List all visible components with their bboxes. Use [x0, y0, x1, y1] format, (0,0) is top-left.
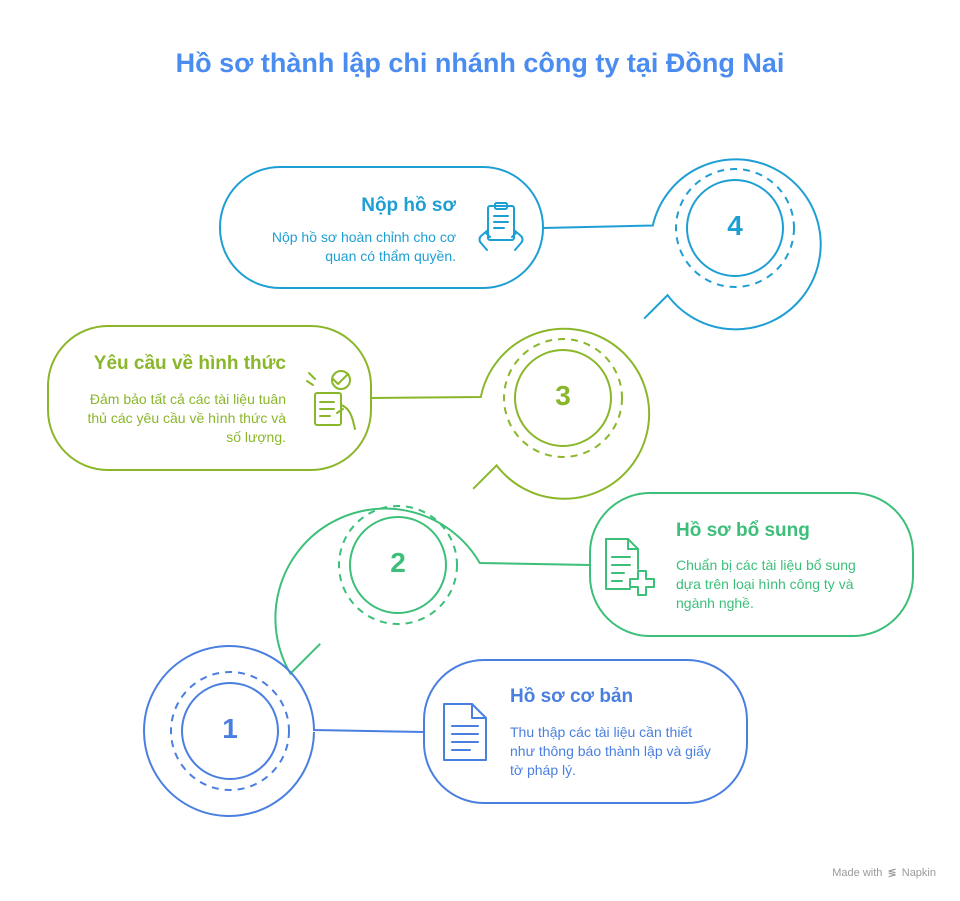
step-1-inner-circle: [181, 682, 279, 780]
step-4-dashed-ring: [675, 168, 795, 288]
clipboard-hands-icon: [478, 202, 524, 251]
step-1-description: Thu thập các tài liệu cần thiết như thôn…: [510, 724, 711, 778]
step-1-graphic: [143, 645, 748, 817]
step-2-card-box: [589, 492, 914, 637]
step-3-number: 3: [555, 380, 571, 411]
step-3-inner-circle: [514, 349, 612, 447]
step-4-inner-circle: [686, 179, 784, 277]
step-3-dashed-ring: [503, 338, 623, 458]
step-3-outer-arc: [370, 327, 651, 500]
step-2-graphic: [274, 492, 914, 676]
step-1-dashed-ring: [170, 671, 290, 791]
napkin-logo-icon: ≶: [887, 867, 897, 879]
step-2-number: 2: [390, 547, 406, 578]
step-1-outer-arc: [143, 645, 425, 817]
step-1-title: Hồ sơ cơ bản: [510, 686, 634, 707]
step-2-dashed-ring: [338, 505, 458, 625]
step-4-title: Nộp hồ sơ: [361, 195, 456, 216]
step-3-description: Đảm bảo tất cả các tài liệu tuân thủ các…: [87, 391, 287, 445]
step-1-card-box: [423, 659, 748, 804]
step-4-card-box: [219, 166, 544, 289]
step-2-outer-arc: [274, 507, 591, 676]
step-2-description: Chuẩn bị các tài liệu bổ sung dựa trên l…: [676, 557, 856, 611]
made-with-label: Made with: [832, 867, 883, 879]
step-4-description: Nộp hồ sơ hoàn chỉnh cho cơ quan có thẩm…: [271, 229, 456, 264]
page-title: Hồ sơ thành lập chi nhánh công ty tại Đồ…: [175, 48, 785, 78]
made-with-napkin-badge[interactable]: Made with ≶ Napkin: [832, 866, 936, 879]
step-2-title: Hồ sơ bổ sung: [676, 520, 810, 541]
step-4-outer-arc: [542, 158, 822, 331]
step-3-title: Yêu cầu về hình thức: [93, 353, 286, 374]
step-4-number: 4: [727, 210, 743, 241]
step-3-card-box: [47, 325, 372, 471]
document-add-icon: [605, 538, 655, 596]
document-icon: [443, 703, 487, 761]
step-2-inner-circle: [349, 516, 447, 614]
checklist-hand-icon: [306, 370, 356, 430]
step-1-number: 1: [222, 713, 238, 744]
step-4-graphic: [219, 158, 822, 331]
step-3-graphic: [47, 325, 651, 500]
napkin-brand-label: Napkin: [901, 867, 936, 879]
